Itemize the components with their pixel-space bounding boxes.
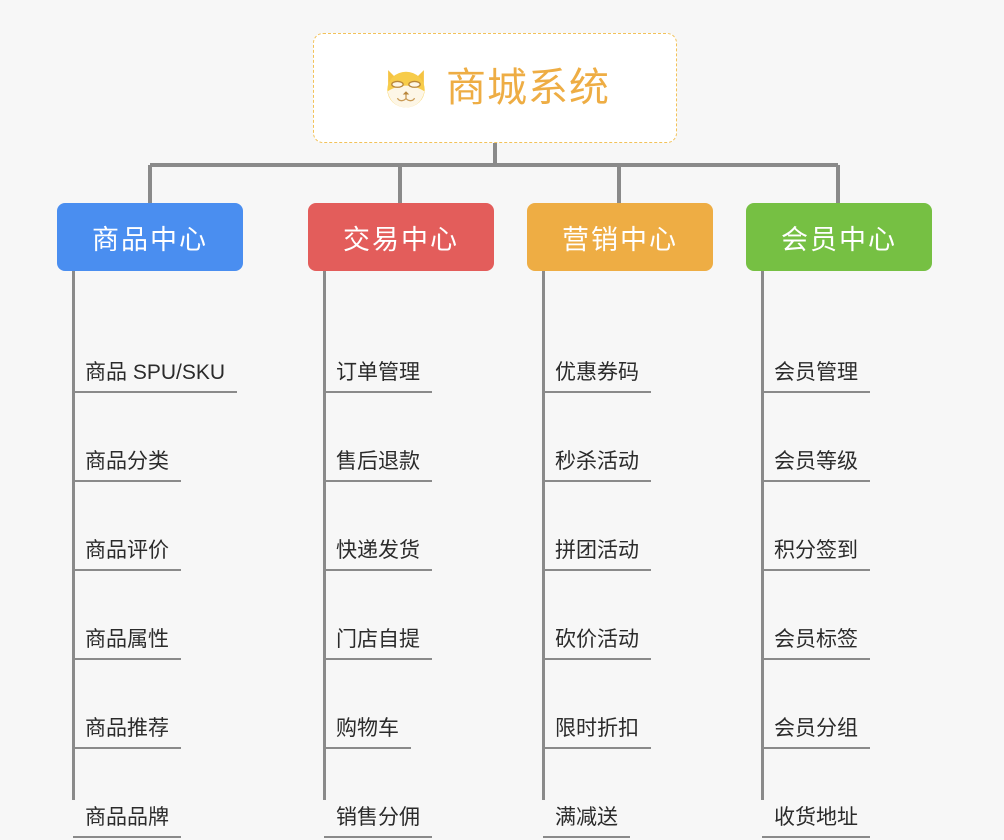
leaf-label: 商品品牌 [73,807,181,838]
leaf-label: 秒杀活动 [543,451,651,482]
branch-column-3: 营销中心 优惠券码 秒杀活动 拼团活动 砍价活动 限时折扣 满减送 [527,203,713,838]
leaf-label: 商品分类 [73,451,181,482]
branch-title-4: 会员中心 [781,224,897,255]
branch-header-1[interactable]: 商品中心 [57,203,243,271]
leaf-label: 售后退款 [324,451,432,482]
leaf-item[interactable]: 会员管理 [762,353,870,393]
leaf-item[interactable]: 销售分佣 [324,798,432,838]
branch-header-4[interactable]: 会员中心 [746,203,932,271]
leaf-label: 砍价活动 [543,629,651,660]
leaf-item[interactable]: 快递发货 [324,531,432,571]
leaf-label: 收货地址 [762,807,870,838]
leaf-label: 销售分佣 [324,807,432,838]
branch-header-3[interactable]: 营销中心 [527,203,713,271]
branch-column-2: 交易中心 订单管理 售后退款 快递发货 门店自提 购物车 销售分佣 [308,203,494,838]
leaf-label: 快递发货 [324,540,432,571]
leaf-label: 商品 SPU/SKU [73,362,238,393]
leaf-label: 商品属性 [73,629,181,660]
leaf-item[interactable]: 限时折扣 [543,709,651,749]
branch-header-2[interactable]: 交易中心 [308,203,494,271]
leaf-item[interactable]: 订单管理 [324,353,432,393]
branch-column-4: 会员中心 会员管理 会员等级 积分签到 会员标签 会员分组 收货地址 [746,203,932,838]
leaf-item[interactable]: 商品属性 [73,620,181,660]
branch-title-2: 交易中心 [343,224,459,255]
leaf-item[interactable]: 门店自提 [324,620,432,660]
leaf-label: 购物车 [324,718,411,749]
leaf-item[interactable]: 优惠券码 [543,353,651,393]
leaf-label: 会员标签 [762,629,870,660]
leaf-item[interactable]: 商品评价 [73,531,181,571]
leaf-label: 会员等级 [762,451,870,482]
leaf-item[interactable]: 砍价活动 [543,620,651,660]
leaf-label: 限时折扣 [543,718,651,749]
leaf-label: 门店自提 [324,629,432,660]
root-node[interactable]: 商城系统 [313,33,677,143]
leaf-item[interactable]: 售后退款 [324,442,432,482]
root-title: 商城系统 [446,66,610,110]
leaf-item[interactable]: 商品 SPU/SKU [73,353,238,393]
shiba-dog-face-icon [387,70,425,108]
leaf-item[interactable]: 秒杀活动 [543,442,651,482]
branch-title-1: 商品中心 [92,224,208,255]
leaf-item[interactable]: 购物车 [324,709,411,749]
leaf-label: 商品推荐 [73,718,181,749]
leaf-item[interactable]: 商品推荐 [73,709,181,749]
branch-column-1: 商品中心 商品 SPU/SKU 商品分类 商品评价 商品属性 商品推荐 商品品牌 [57,203,243,838]
leaf-item[interactable]: 满减送 [543,798,630,838]
leaf-item[interactable]: 会员标签 [762,620,870,660]
leaf-label: 积分签到 [762,540,870,571]
leaf-label: 商品评价 [73,540,181,571]
leaf-label: 会员分组 [762,718,870,749]
leaf-label: 订单管理 [324,362,432,393]
leaf-label: 满减送 [543,807,630,838]
leaf-label: 拼团活动 [543,540,651,571]
leaf-item[interactable]: 会员等级 [762,442,870,482]
leaf-item[interactable]: 收货地址 [762,798,870,838]
branch-title-3: 营销中心 [562,224,678,255]
leaf-label: 优惠券码 [543,362,651,393]
leaf-item[interactable]: 商品品牌 [73,798,181,838]
leaf-label: 会员管理 [762,362,870,393]
leaf-item[interactable]: 拼团活动 [543,531,651,571]
leaf-item[interactable]: 积分签到 [762,531,870,571]
leaf-item[interactable]: 会员分组 [762,709,870,749]
leaf-item[interactable]: 商品分类 [73,442,181,482]
